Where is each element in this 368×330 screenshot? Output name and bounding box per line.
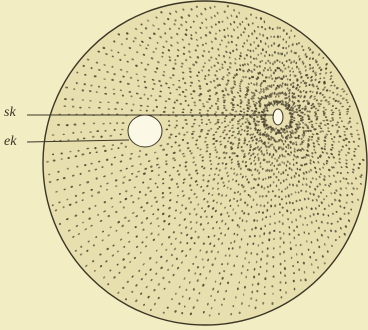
ek-opening [128,115,162,147]
pore-dot [276,59,278,61]
pore-dot [277,26,279,29]
pore-dot [277,77,278,79]
label-sk: sk [4,106,16,120]
label-ek: ek [4,135,16,149]
pore-dot [277,35,279,38]
pore-dot [277,52,279,55]
sk-opening [273,109,283,125]
